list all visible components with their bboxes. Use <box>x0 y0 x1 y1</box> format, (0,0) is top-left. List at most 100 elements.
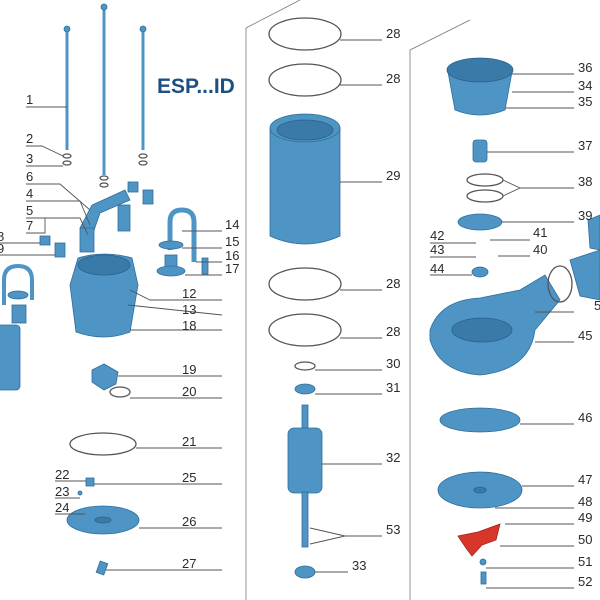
part-label: 28 <box>386 26 400 41</box>
handle-leg <box>117 204 131 232</box>
part-label: 1 <box>26 92 33 107</box>
part-label: 13 <box>182 302 196 317</box>
handle-leg <box>79 227 95 253</box>
part-label: 34 <box>578 78 592 93</box>
washer-51 <box>479 558 487 566</box>
stator-housing <box>269 127 341 245</box>
part-label: 36 <box>578 60 592 75</box>
part-label: 20 <box>182 384 196 399</box>
part-label: 15 <box>225 234 239 249</box>
cable-flange <box>158 240 184 250</box>
part-label: 28 <box>386 71 400 86</box>
part-label: 43 <box>430 242 444 257</box>
part-label: 42 <box>430 228 444 243</box>
motor-head <box>447 71 513 116</box>
washer <box>62 153 72 159</box>
key <box>95 560 109 576</box>
clamp <box>142 189 154 205</box>
part-label: 22 <box>55 467 69 482</box>
part-label: 2 <box>26 131 33 146</box>
part-label: 33 <box>352 558 366 573</box>
clamp <box>39 235 51 246</box>
part-label: 19 <box>182 362 196 377</box>
part-label: 28 <box>386 276 400 291</box>
part-label: 28 <box>386 324 400 339</box>
motor-partial <box>0 324 21 391</box>
part-label: 3 <box>26 151 33 166</box>
o-ring-38 <box>466 189 504 203</box>
ring-44 <box>471 266 489 278</box>
o-ring-28 <box>268 17 342 51</box>
o-ring-28 <box>268 313 342 347</box>
screw <box>77 490 83 496</box>
o-ring-38 <box>466 173 504 187</box>
part-label: 51 <box>578 554 592 569</box>
cable-gland-base <box>156 265 186 277</box>
discharge-elbow <box>587 214 600 251</box>
part-label: 50 <box>578 532 592 547</box>
part-label: 6 <box>26 169 33 184</box>
discharge-flange <box>569 249 600 301</box>
cable-sleeve <box>201 257 209 275</box>
part-label: 5 <box>26 203 33 218</box>
part-label: 35 <box>578 94 592 109</box>
part-label: 26 <box>182 514 196 529</box>
o-ring-28 <box>268 63 342 97</box>
diffuser-46 <box>439 407 521 433</box>
bearing-25 <box>85 477 95 487</box>
part-label: 24 <box>55 500 69 515</box>
bearing-33 <box>294 565 316 579</box>
gasket-ring <box>547 265 573 303</box>
part-label: 41 <box>533 225 547 240</box>
part-label: 7 <box>26 218 33 233</box>
head-top <box>446 57 514 83</box>
part-label: 31 <box>386 380 400 395</box>
shaft <box>301 404 309 431</box>
rod-head <box>139 25 147 33</box>
part-label: 14 <box>225 217 239 232</box>
part-label: 40 <box>533 242 547 257</box>
part-label: 48 <box>578 494 592 509</box>
plate-hole <box>473 486 487 494</box>
rotor <box>287 427 323 494</box>
washer <box>99 182 109 188</box>
part-label: 52 <box>578 574 592 589</box>
part-label: 27 <box>182 556 196 571</box>
cable-loop-2 <box>2 263 34 305</box>
part-label: 4 <box>26 186 33 201</box>
part-label: 53 <box>386 522 400 537</box>
rod-head <box>63 25 71 33</box>
impeller-50 <box>457 523 501 557</box>
bearing-31 <box>294 383 316 395</box>
part-label: 49 <box>578 510 592 525</box>
washer <box>138 160 148 166</box>
part-labels: 1 2 3 6 4 5 7 8 9 14 15 16 17 12 13 18 1… <box>0 26 600 589</box>
motor-cover <box>69 253 139 338</box>
product-title: ESP...ID <box>157 75 235 98</box>
washer <box>62 160 72 166</box>
part-label: 17 <box>225 261 239 276</box>
o-ring <box>109 386 131 398</box>
part-label: 16 <box>225 248 239 263</box>
gland <box>11 304 27 324</box>
washer <box>138 153 148 159</box>
stator-inner <box>276 119 334 141</box>
seal-37 <box>472 139 488 163</box>
part-label: 46 <box>578 410 592 425</box>
part-label: 21 <box>182 434 196 449</box>
washer <box>99 175 109 181</box>
part-label: 25 <box>182 470 196 485</box>
cover-top <box>77 254 131 276</box>
part-label: 23 <box>55 484 69 499</box>
leader-lines <box>0 39 574 589</box>
rod-head <box>100 3 108 11</box>
flange <box>7 290 29 300</box>
part-label: 9 <box>0 241 4 256</box>
part-label: 18 <box>182 318 196 333</box>
cable-loop <box>167 207 197 262</box>
casing-inlet <box>451 317 513 343</box>
part-label: 32 <box>386 450 400 465</box>
bearing-hole <box>94 516 112 524</box>
